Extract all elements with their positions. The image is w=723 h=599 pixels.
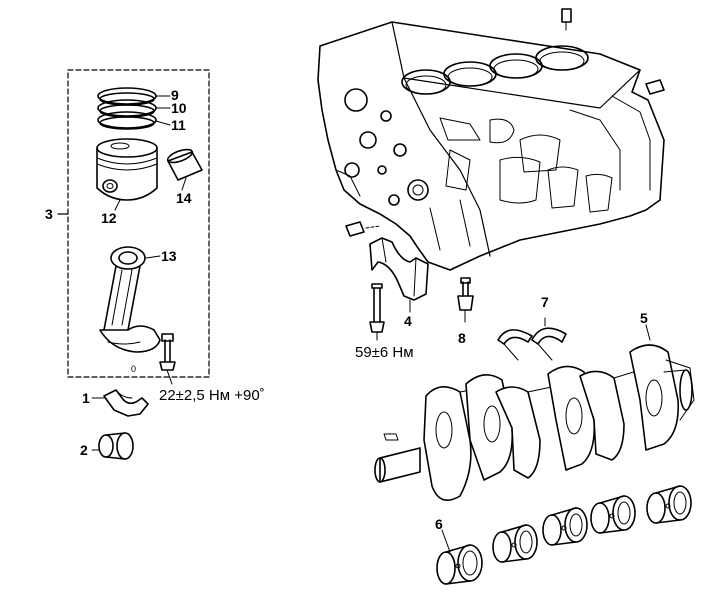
oil-jet <box>457 277 474 323</box>
rod-bearing <box>91 432 134 460</box>
main-bearings <box>436 485 692 585</box>
callout-14: 14 <box>176 190 192 206</box>
callout-4: 4 <box>404 313 412 329</box>
callout-1: 1 <box>82 390 90 406</box>
callout-7: 7 <box>541 294 549 310</box>
cylinder-block <box>317 21 665 271</box>
torque-rod-bolt: 22±2,5 Нм +90˚ <box>159 387 265 404</box>
piston-assembly-frame <box>57 69 210 378</box>
connecting-rod: 0 <box>99 246 161 374</box>
callout-11: 11 <box>171 117 186 133</box>
thrust-washers <box>497 317 567 361</box>
callout-10: 10 <box>171 100 187 116</box>
svg-text:0: 0 <box>131 364 136 374</box>
piston <box>96 138 158 211</box>
main-bearing-cap <box>369 237 429 313</box>
callout-2: 2 <box>80 442 88 458</box>
callout-3: 3 <box>45 206 53 222</box>
torque-main-cap-bolt: 59±6 Нм <box>355 344 414 361</box>
piston-pin <box>166 148 203 191</box>
dowel-pins <box>345 8 665 237</box>
callout-12: 12 <box>101 210 117 226</box>
callout-8: 8 <box>458 330 466 346</box>
crankshaft <box>374 324 695 502</box>
main-cap-bolt <box>369 283 385 341</box>
rod-bolt <box>159 333 176 385</box>
callout-13: 13 <box>161 248 177 264</box>
callout-9: 9 <box>171 87 179 103</box>
callout-5: 5 <box>640 310 648 326</box>
piston-rings <box>97 87 171 130</box>
callout-6: 6 <box>435 516 443 532</box>
rod-cap <box>91 389 149 417</box>
